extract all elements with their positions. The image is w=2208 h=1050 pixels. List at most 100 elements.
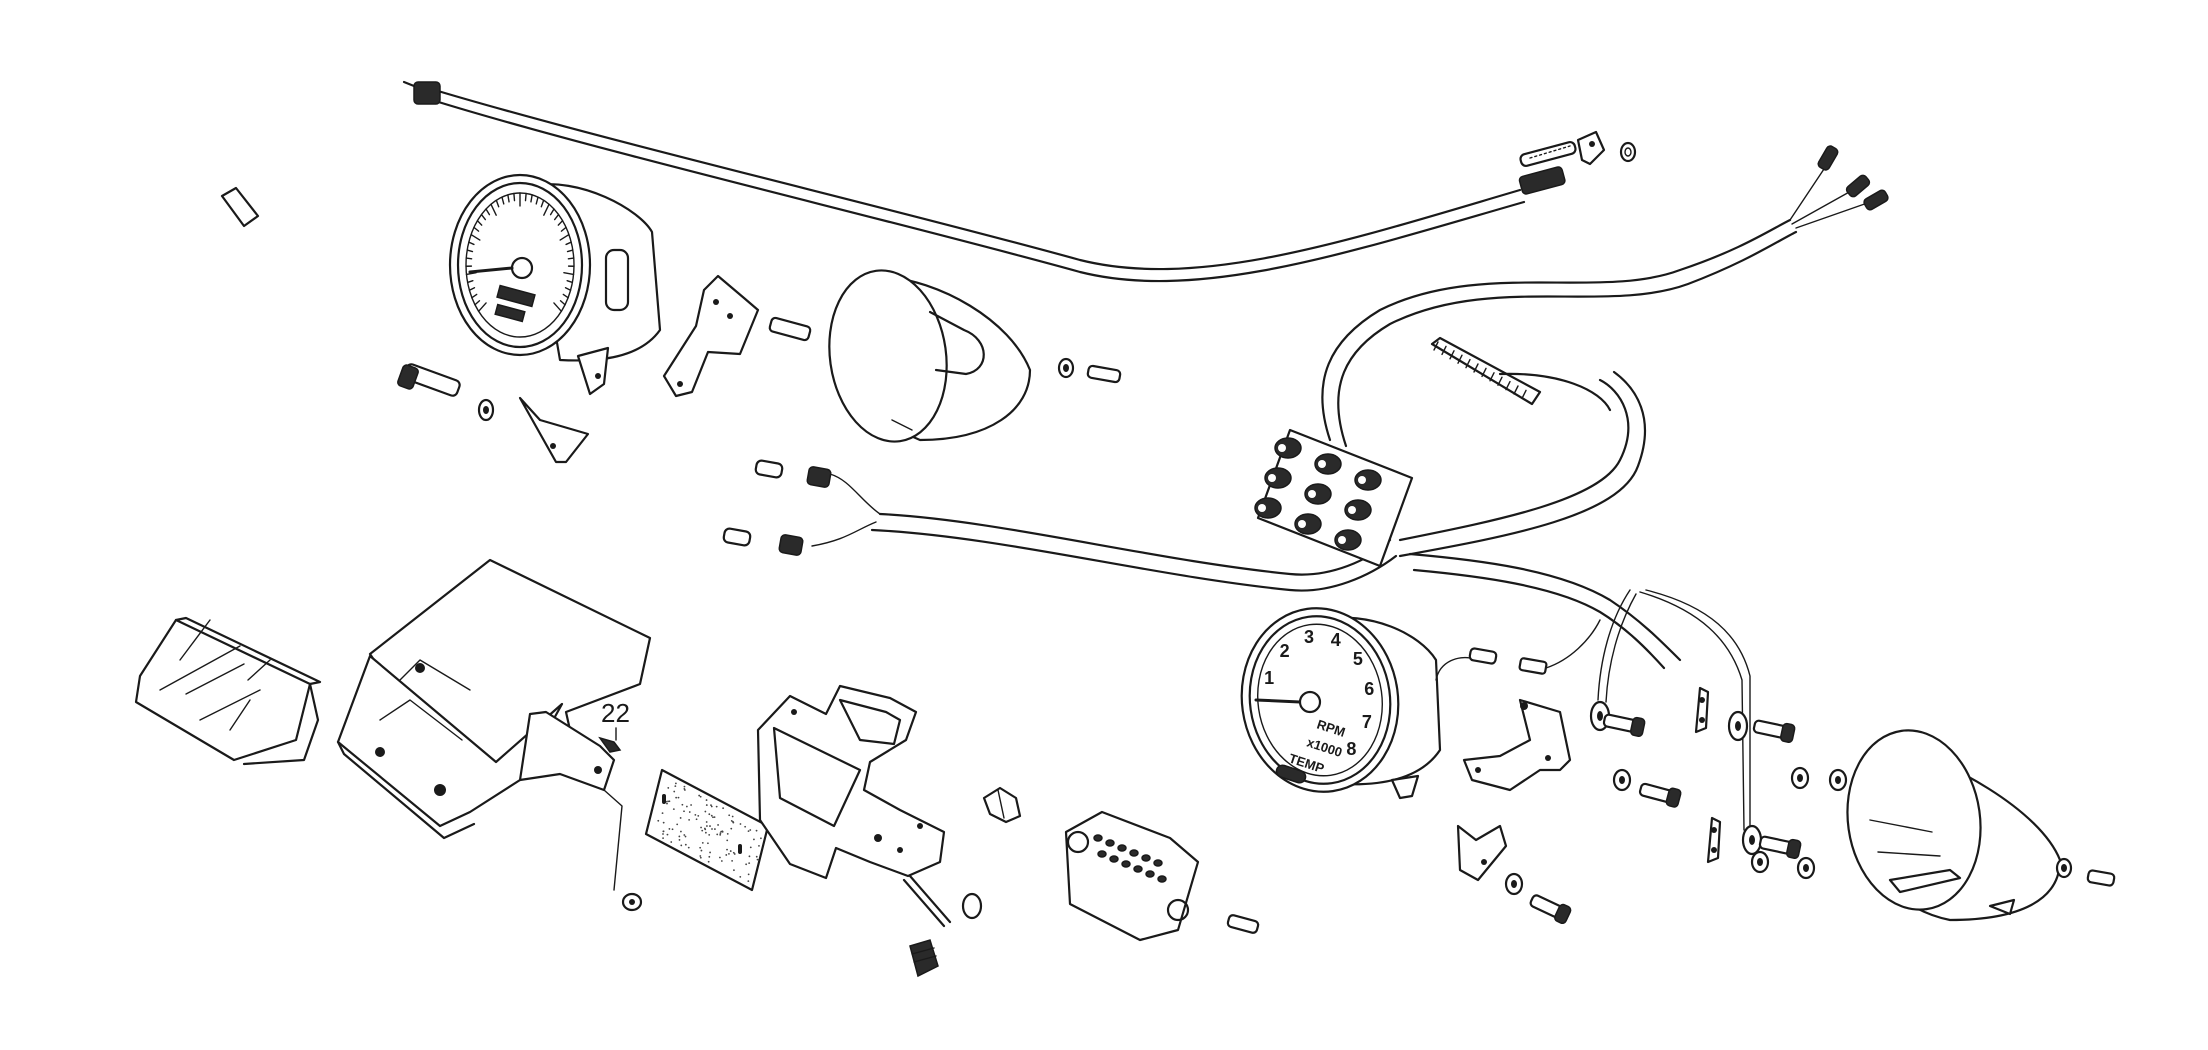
tick-mark bbox=[530, 194, 533, 203]
tick-mark bbox=[501, 196, 505, 205]
tick-mark bbox=[473, 226, 480, 232]
multi-pin-connector bbox=[1430, 336, 1612, 412]
tick-mark bbox=[471, 293, 478, 299]
regulator-terminal bbox=[1117, 844, 1127, 852]
tachometer-dial-number: 5 bbox=[1353, 649, 1363, 669]
tick-mark bbox=[468, 241, 475, 246]
tachometer-cover-cup bbox=[1846, 729, 2062, 922]
regulator-terminal bbox=[1133, 865, 1143, 873]
relay-cell bbox=[1354, 469, 1382, 491]
relay-cell bbox=[1294, 513, 1322, 535]
tick-mark bbox=[535, 196, 539, 205]
tick-mark bbox=[465, 257, 473, 260]
connector-pin bbox=[1521, 389, 1527, 400]
tachometer-dial-number: 3 bbox=[1304, 627, 1314, 647]
housing-screw bbox=[603, 789, 643, 912]
regulator-terminal bbox=[1145, 870, 1155, 878]
relay-cell bbox=[1264, 467, 1292, 489]
tachometer-dial-number: 6 bbox=[1364, 679, 1374, 699]
regulator-terminal bbox=[1097, 850, 1107, 858]
harness-end-connectors-left bbox=[722, 459, 832, 556]
tick-mark bbox=[564, 286, 572, 291]
part-tag bbox=[220, 186, 260, 228]
relay-cell bbox=[1254, 497, 1282, 519]
tick-mark bbox=[466, 249, 474, 253]
relay-cell bbox=[1334, 529, 1362, 551]
tick-mark bbox=[553, 302, 563, 312]
tick-mark bbox=[470, 233, 481, 241]
tick-mark bbox=[566, 279, 574, 284]
relay-cells bbox=[1254, 437, 1382, 551]
tachometer-dial-number: 7 bbox=[1362, 712, 1372, 732]
connector-pin bbox=[1441, 345, 1447, 356]
tick-mark bbox=[557, 219, 564, 226]
tachometer-bracket bbox=[1462, 698, 1572, 792]
tick-mark bbox=[495, 199, 500, 208]
tachometer-dial-number: 4 bbox=[1331, 630, 1341, 650]
tick-mark bbox=[524, 192, 527, 202]
speedometer-mount-bolt bbox=[397, 363, 495, 422]
tick-mark bbox=[549, 208, 555, 216]
reflector-texture bbox=[657, 782, 762, 883]
tick-mark bbox=[485, 208, 491, 216]
tick-mark bbox=[566, 249, 574, 253]
tick-mark bbox=[559, 233, 570, 241]
regulator-terminal bbox=[1141, 854, 1151, 862]
regulator-terminals bbox=[1093, 834, 1167, 883]
tick-mark bbox=[543, 203, 550, 216]
connector-pin bbox=[1465, 358, 1471, 369]
license-plate-bracket bbox=[756, 684, 952, 928]
bracket-grommets bbox=[909, 892, 983, 978]
tachometer-cup-screw bbox=[2055, 857, 2116, 887]
tachometer-dial-number: 8 bbox=[1346, 739, 1356, 759]
connector-pin bbox=[1433, 341, 1439, 351]
tachometer-lead-wire bbox=[1435, 619, 1601, 681]
tick-mark bbox=[507, 194, 510, 203]
tachometer-dial-number: 2 bbox=[1280, 641, 1290, 661]
tick-mark bbox=[563, 272, 575, 276]
regulator-terminal bbox=[1129, 849, 1139, 857]
regulator-terminal bbox=[1121, 860, 1131, 868]
tick-mark bbox=[480, 213, 487, 221]
tick-mark bbox=[567, 257, 575, 260]
reflector-plate bbox=[644, 768, 770, 892]
wire-clip bbox=[1694, 686, 1710, 734]
wire-clip bbox=[1706, 816, 1722, 864]
relay-cell bbox=[1314, 453, 1342, 475]
fastener-hardware bbox=[1504, 686, 1848, 925]
regulator-terminal bbox=[1157, 875, 1167, 883]
wiring-harness bbox=[811, 218, 1798, 670]
tick-mark bbox=[490, 203, 497, 216]
connector-pin bbox=[1473, 363, 1479, 373]
relay-fuse-block bbox=[1254, 428, 1414, 568]
connector-pin bbox=[1457, 354, 1463, 364]
relay-cell bbox=[1304, 483, 1332, 505]
relay-cell bbox=[1274, 437, 1302, 459]
cable-end-connector bbox=[1518, 166, 1566, 195]
rectangular-lens bbox=[134, 616, 322, 766]
instrument-housing bbox=[336, 558, 652, 840]
regulator-screw bbox=[1226, 914, 1260, 934]
connector-pin bbox=[1505, 380, 1511, 391]
tick-mark bbox=[565, 241, 572, 246]
tick-mark bbox=[562, 293, 569, 299]
connector-pin bbox=[1481, 367, 1487, 378]
connector-pin bbox=[1513, 385, 1519, 395]
speedometer-cable bbox=[402, 80, 1566, 283]
tick-mark bbox=[466, 279, 474, 284]
cup-washer-screw bbox=[1057, 357, 1122, 384]
tick-mark bbox=[468, 286, 476, 291]
regulator-terminal bbox=[1153, 859, 1163, 867]
regulator-terminal bbox=[1105, 839, 1115, 847]
cable-end-fitting bbox=[402, 80, 441, 105]
relay-cell bbox=[1344, 499, 1372, 521]
tick-mark bbox=[560, 226, 567, 232]
speedometer-cover-cup bbox=[828, 269, 1032, 443]
speedometer-lower-bracket bbox=[518, 396, 590, 464]
fuse bbox=[982, 786, 1022, 824]
tick-mark bbox=[476, 219, 483, 226]
callout-label: 22 bbox=[601, 698, 630, 728]
